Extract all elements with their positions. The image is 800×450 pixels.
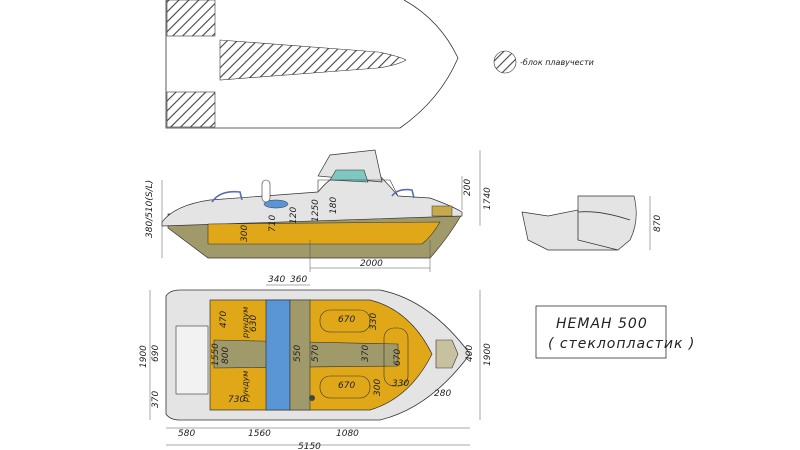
model-material: ( стеклопластик ) xyxy=(548,336,695,352)
dim-1900-right: 1900 xyxy=(483,343,493,366)
dim-360: 360 xyxy=(290,275,307,285)
dim-800: 800 xyxy=(221,347,231,364)
dim-330-top: 330 xyxy=(369,313,379,330)
dim-670-top: 670 xyxy=(338,315,355,325)
dim-690: 690 xyxy=(151,345,161,362)
buoyancy-block-top-left xyxy=(166,0,216,37)
dim-470: 470 xyxy=(219,311,229,328)
title-box: НЕМАН 500 ( стеклопластик ) xyxy=(535,305,695,359)
dim-120: 120 xyxy=(289,207,299,224)
side-seat-blue xyxy=(263,199,289,209)
side-window xyxy=(329,169,369,183)
plan-view: 340 360 470 630 рундум рундум 670 330 15… xyxy=(139,275,493,450)
dim-710: 710 xyxy=(268,215,278,232)
dim-5150: 5150 xyxy=(298,442,321,450)
legend-hatch-swatch xyxy=(493,50,517,74)
dim-630: 630 xyxy=(249,315,259,332)
transom-shape xyxy=(521,195,637,251)
dim-1250: 1250 xyxy=(311,199,321,222)
plan-bow-box xyxy=(435,339,459,369)
dim-730: 730 xyxy=(228,395,245,405)
transom-view: 870 xyxy=(521,195,663,251)
dim-580: 580 xyxy=(178,429,195,439)
dim-370-left: 370 xyxy=(151,391,161,408)
dim-1550: 1550 xyxy=(211,343,221,366)
dim-2000: 2000 xyxy=(360,259,383,269)
plan-cross-band xyxy=(289,299,311,411)
legend-label: -блок плавучести xyxy=(520,58,594,67)
dim-670-right: 670 xyxy=(393,349,403,366)
plan-seat-blue xyxy=(265,299,291,411)
model-name: НЕМАН 500 xyxy=(556,316,648,332)
buoyancy-block-bottom-left xyxy=(166,91,216,128)
dim-330-bottom: 330 xyxy=(392,379,409,389)
dim-height-total: 380/510(S/L) xyxy=(145,180,155,238)
dim-1900-left: 1900 xyxy=(139,345,149,368)
label-rundum-bottom: рундум xyxy=(241,371,250,403)
plan-wheel xyxy=(309,395,315,401)
dim-200: 200 xyxy=(463,179,473,196)
dim-570: 570 xyxy=(311,345,321,362)
side-rail-rear xyxy=(211,190,243,203)
top-view-hull xyxy=(165,0,459,129)
dim-280: 280 xyxy=(434,389,451,399)
dim-300: 300 xyxy=(240,225,250,242)
side-console xyxy=(317,179,399,197)
side-rail-front xyxy=(391,188,415,199)
dim-870: 870 xyxy=(653,215,663,232)
dim-300-plan: 300 xyxy=(373,379,383,396)
dim-550: 550 xyxy=(293,345,303,362)
plan-locker-top xyxy=(319,309,371,333)
side-deck-band xyxy=(207,221,441,245)
dim-180: 180 xyxy=(329,197,339,214)
label-rundum-top: рундум xyxy=(241,307,250,339)
plan-locker-bottom xyxy=(319,375,371,399)
plan-rear-left xyxy=(175,325,209,395)
dim-340: 340 xyxy=(268,275,285,285)
legend: -блок плавучести xyxy=(493,50,594,74)
dim-370-mid: 370 xyxy=(361,345,371,362)
plan-locker-right xyxy=(383,327,409,387)
buoyancy-block-center xyxy=(219,39,407,81)
side-seat-back xyxy=(261,179,271,203)
dim-670-bottom: 670 xyxy=(338,381,355,391)
side-view: 380/510(S/L) 300 710 120 1250 180 200 17… xyxy=(145,149,493,272)
dim-1560: 1560 xyxy=(248,429,271,439)
dim-1080: 1080 xyxy=(336,429,359,439)
dim-1740: 1740 xyxy=(483,187,493,210)
side-bow-fitting xyxy=(431,205,453,217)
dim-400: 400 xyxy=(465,345,475,362)
